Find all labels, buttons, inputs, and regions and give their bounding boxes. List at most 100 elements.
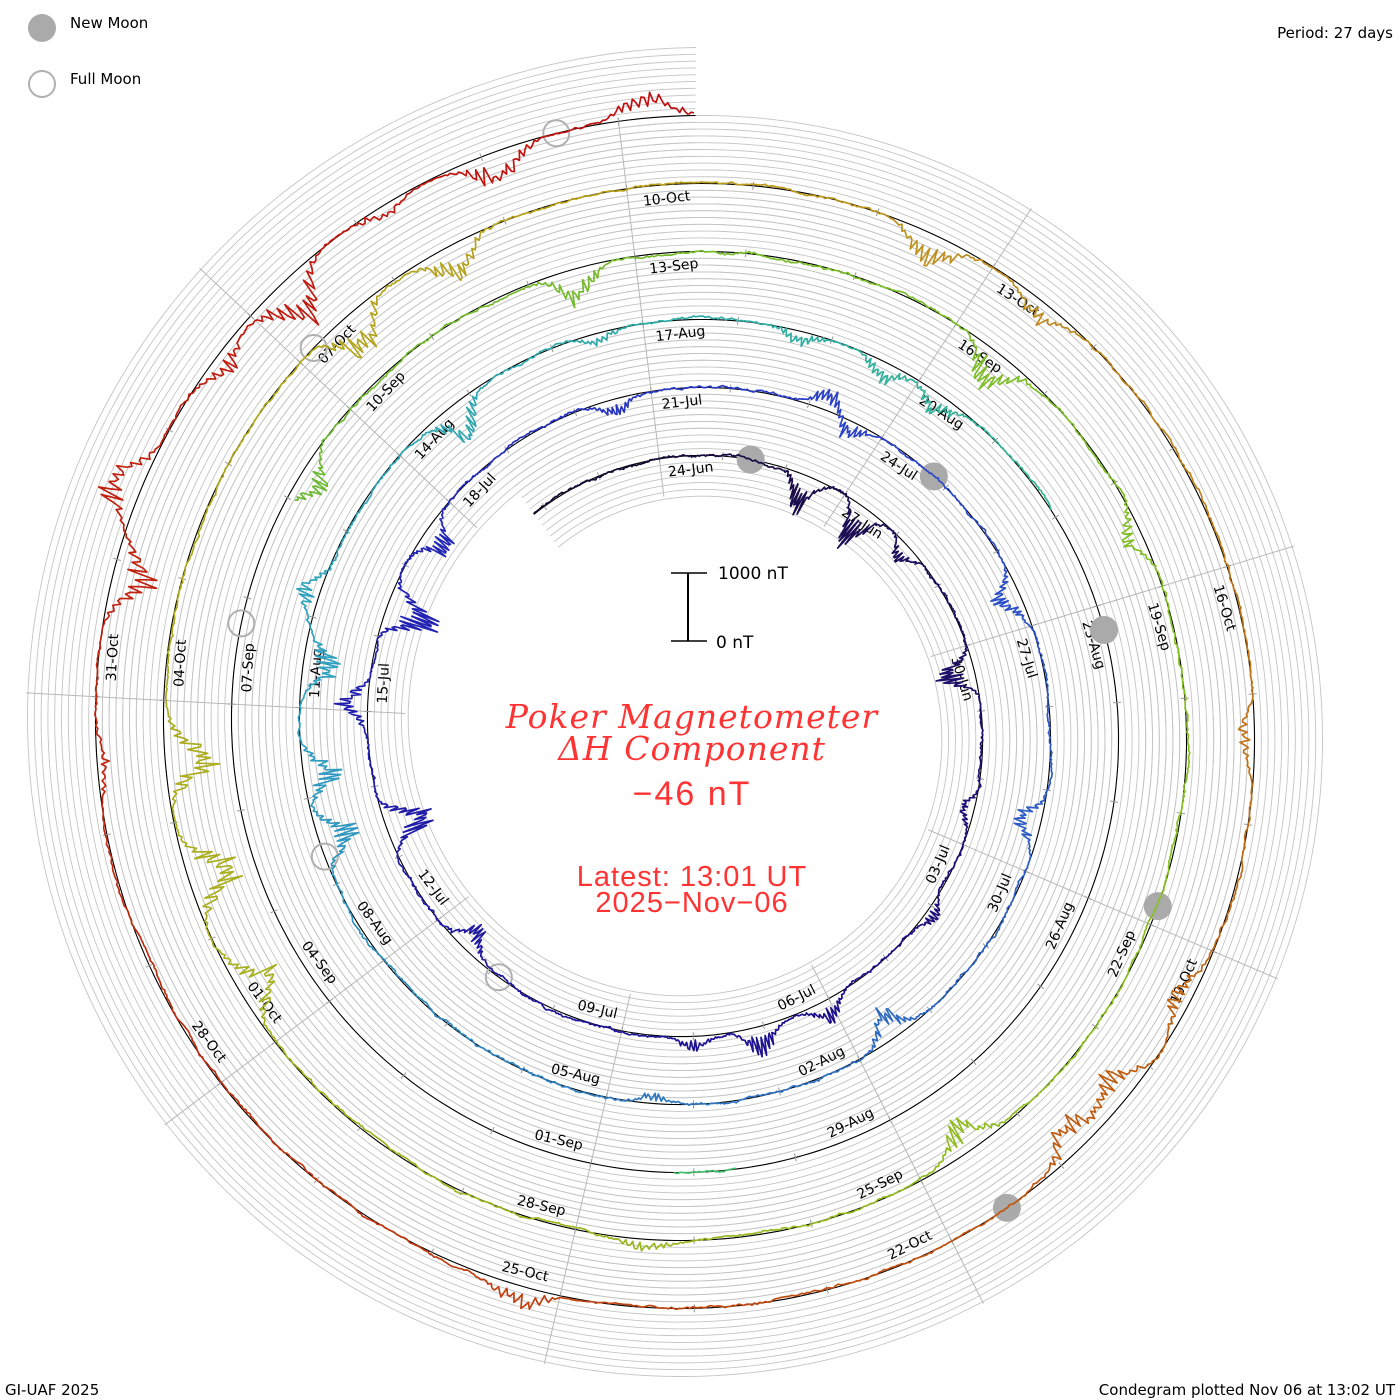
trace-segment bbox=[937, 861, 957, 892]
trace-segment bbox=[621, 319, 669, 330]
trace-segment bbox=[585, 469, 616, 483]
trace-segment bbox=[628, 1303, 696, 1311]
trace-segment bbox=[753, 1222, 813, 1235]
date-label: 06-Jul bbox=[775, 982, 818, 1015]
trace-segment bbox=[202, 870, 244, 941]
trace-segment bbox=[501, 1057, 543, 1078]
trace-segment bbox=[1245, 757, 1253, 825]
date-label: 07-Sep bbox=[239, 643, 258, 693]
trace-segment bbox=[943, 964, 974, 998]
trace-segment bbox=[576, 1226, 636, 1249]
day-tick bbox=[113, 557, 121, 562]
trace-segment bbox=[359, 471, 388, 511]
trace-segment bbox=[169, 579, 184, 641]
full-moon-marker bbox=[484, 963, 513, 992]
day-tick bbox=[1092, 604, 1101, 608]
date-label: 24-Jul bbox=[877, 449, 920, 485]
grid-spiral bbox=[33, 53, 1317, 1371]
trace-segment bbox=[634, 1239, 696, 1252]
trace-segment bbox=[369, 765, 383, 804]
trace-segment bbox=[687, 111, 695, 116]
trace-segment bbox=[428, 1006, 465, 1036]
trace-segment bbox=[751, 389, 792, 400]
day-tick bbox=[479, 153, 484, 161]
trace-segment bbox=[891, 1239, 954, 1269]
date-label: 08-Aug bbox=[353, 898, 396, 948]
day-tick bbox=[342, 528, 351, 534]
trace-segment bbox=[867, 1176, 922, 1206]
radial-date-line bbox=[927, 829, 1278, 980]
trace-segment bbox=[101, 567, 158, 629]
trace-segment bbox=[482, 135, 548, 184]
trace-segment bbox=[827, 1266, 893, 1289]
date-label: 15-Jul bbox=[375, 663, 393, 704]
trace-segment bbox=[456, 219, 504, 279]
trace-segment bbox=[410, 1161, 463, 1195]
trace-segment bbox=[959, 503, 988, 537]
radial-date-line bbox=[823, 207, 1032, 527]
trace-segment bbox=[978, 729, 984, 764]
trace-segment bbox=[388, 336, 432, 373]
trace-segment bbox=[175, 822, 237, 875]
trace-segment bbox=[479, 950, 506, 980]
trace-segment bbox=[567, 1016, 603, 1028]
trace-segment bbox=[833, 391, 864, 439]
day-tick bbox=[633, 252, 636, 261]
day-tick bbox=[752, 181, 755, 190]
full-moon-legend-label: Full Moon bbox=[70, 70, 141, 88]
day-tick bbox=[102, 833, 112, 836]
trace-segment bbox=[896, 923, 926, 948]
trace-segment bbox=[997, 891, 1017, 932]
trace-segment bbox=[790, 388, 839, 406]
baseline-spiral bbox=[94, 114, 1256, 1310]
current-value: −46 nT bbox=[633, 775, 752, 813]
trace-segment bbox=[296, 587, 316, 640]
trace-segment bbox=[491, 435, 524, 462]
trace-segment bbox=[972, 762, 982, 797]
trace-segment bbox=[164, 640, 172, 702]
trace-segment bbox=[709, 1032, 749, 1047]
trace-segment bbox=[462, 1192, 519, 1217]
trace-segment bbox=[372, 1220, 433, 1256]
trace-segment bbox=[694, 1232, 755, 1242]
day-tick bbox=[806, 400, 811, 409]
date-label: 17-Aug bbox=[655, 323, 706, 345]
trace-segment bbox=[946, 601, 963, 632]
trace-segment bbox=[633, 387, 673, 399]
day-tick bbox=[589, 1159, 593, 1168]
trace-segment bbox=[558, 406, 598, 420]
latest-date: 2025−Nov−06 bbox=[595, 887, 788, 919]
trace-segment bbox=[645, 455, 677, 464]
trace-segment bbox=[799, 261, 854, 278]
new-moon-legend-label: New Moon bbox=[70, 14, 148, 32]
trace-segment bbox=[893, 552, 929, 575]
radial-date-line bbox=[811, 964, 984, 1304]
trace-segment bbox=[831, 485, 852, 528]
trace-segment bbox=[672, 385, 713, 391]
trace-segment bbox=[789, 483, 833, 516]
day-tick bbox=[145, 963, 154, 968]
trace-segment bbox=[798, 1069, 840, 1087]
trace-segment bbox=[1059, 1025, 1097, 1073]
trace-segment bbox=[893, 372, 933, 413]
trace-segment bbox=[424, 903, 453, 931]
trace-segment bbox=[855, 348, 895, 386]
trace-segment bbox=[686, 1167, 736, 1174]
trace-segment bbox=[935, 668, 981, 697]
date-label: 04-Sep bbox=[298, 938, 340, 987]
trace-segment bbox=[532, 339, 577, 359]
day-tick bbox=[247, 312, 254, 320]
trace-segment bbox=[462, 460, 494, 487]
trace-segment bbox=[183, 1025, 223, 1084]
trace-segment bbox=[688, 249, 745, 256]
trace-segment bbox=[1012, 459, 1046, 498]
day-tick bbox=[169, 821, 178, 824]
trace-segment bbox=[1033, 312, 1093, 348]
trace-segment bbox=[814, 194, 878, 213]
date-label: 13-Sep bbox=[648, 256, 699, 278]
date-label: 10-Oct bbox=[642, 188, 692, 210]
trace-segment bbox=[1204, 503, 1229, 566]
trace-segment bbox=[1041, 394, 1082, 437]
trace-segment bbox=[94, 628, 104, 698]
trace-segment bbox=[707, 453, 742, 458]
